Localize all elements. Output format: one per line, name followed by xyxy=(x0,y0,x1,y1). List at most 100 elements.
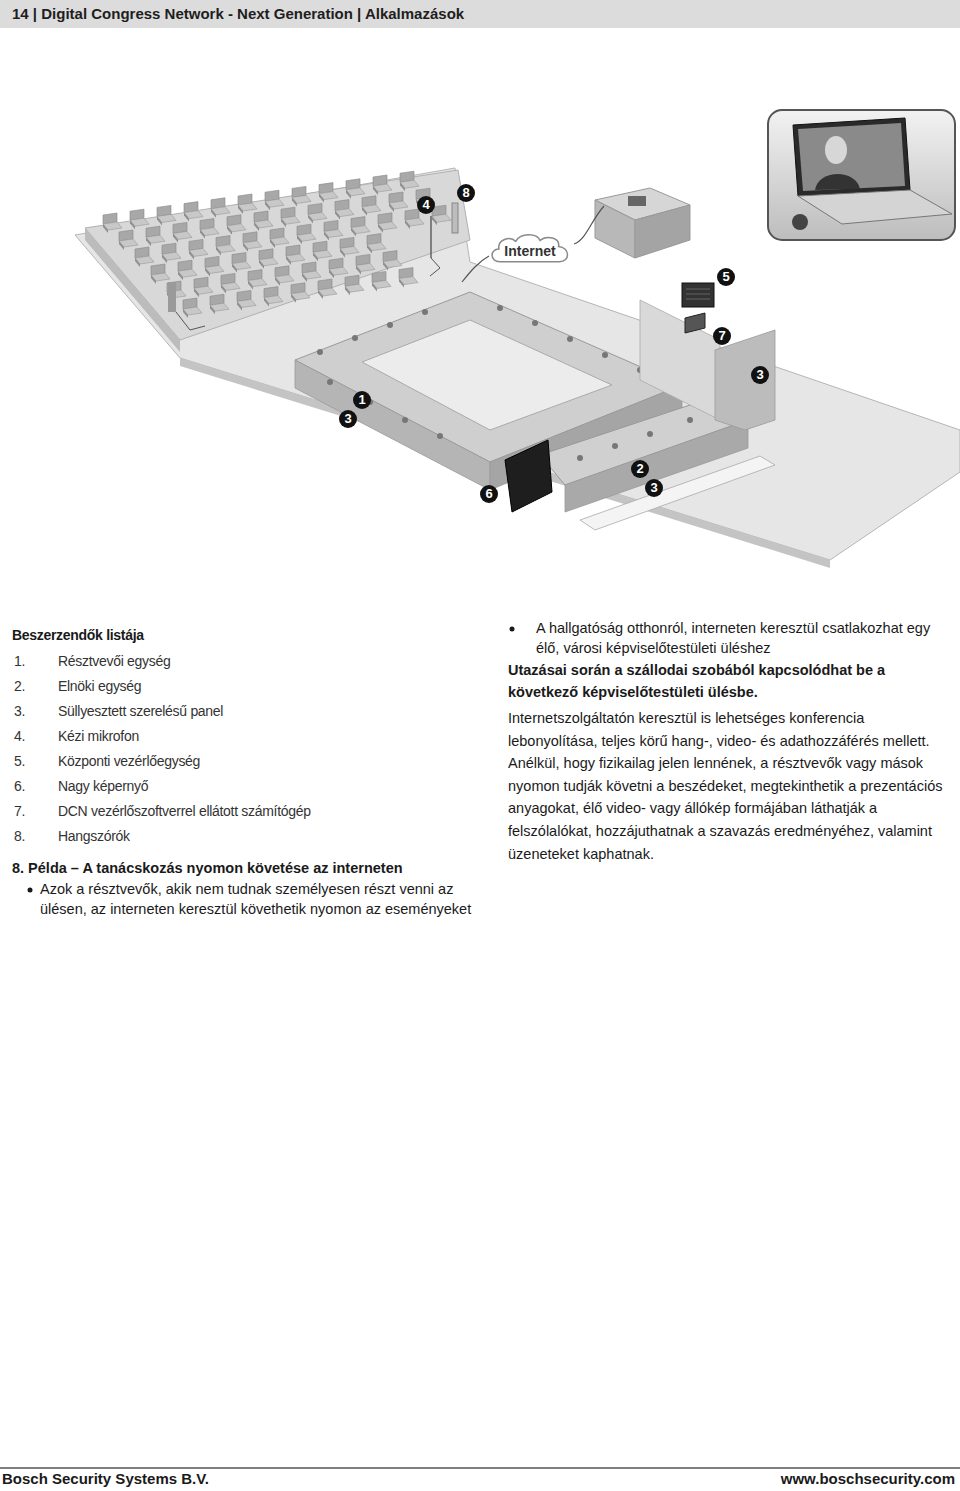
inset-frame xyxy=(768,110,955,240)
callout-number: 4 xyxy=(417,196,435,214)
remote-laptop xyxy=(628,196,646,206)
illustration-part xyxy=(327,379,333,385)
speaker-body xyxy=(815,174,860,190)
illustration-part xyxy=(402,417,408,423)
central-control-unit xyxy=(682,283,714,307)
mic-cable xyxy=(430,258,440,276)
list-number: 1. xyxy=(14,652,25,670)
laptop-display xyxy=(798,123,905,191)
callout-number: 1 xyxy=(353,391,371,409)
laptop-keyboard xyxy=(798,190,952,224)
lectern xyxy=(168,282,176,312)
illustration-part xyxy=(612,443,618,449)
callout-text: 3 xyxy=(645,479,663,497)
illustration-part xyxy=(577,455,583,461)
footer-url: www.boschsecurity.com xyxy=(781,1469,955,1489)
bullet-text: Azok a résztvevők, akik nem tudnak szemé… xyxy=(40,880,485,919)
mic-stand xyxy=(430,216,431,258)
illustration-part xyxy=(686,294,710,295)
list-number: 5. xyxy=(14,752,25,770)
illustration-part xyxy=(422,309,428,315)
callout-number: 3 xyxy=(751,366,769,384)
illustration-part xyxy=(497,305,503,311)
u-table-front-left xyxy=(295,360,490,490)
list-number: 6. xyxy=(14,777,25,795)
bold-text: Utazásai során a szállodai szobából kapc… xyxy=(508,659,956,703)
illustration-part xyxy=(387,322,393,328)
list-number: 2. xyxy=(14,677,25,695)
callout-number: 3 xyxy=(645,479,663,497)
computer-screen xyxy=(685,313,705,333)
callout-text: 2 xyxy=(631,460,649,478)
callout-text: 7 xyxy=(713,327,731,345)
callout-text: 3 xyxy=(751,366,769,384)
internet-link xyxy=(462,256,489,282)
list-item: Hangszórók xyxy=(58,827,130,845)
internet-link xyxy=(574,206,604,244)
callout-number: 2 xyxy=(631,460,649,478)
list-heading: Beszerzendők listája xyxy=(12,626,144,644)
paragraph: Internetszolgáltatón keresztül is lehets… xyxy=(508,707,956,865)
list-number: 7. xyxy=(14,802,25,820)
callout-text: 8 xyxy=(457,184,475,202)
laptop-screen xyxy=(793,118,910,196)
list-number: 4. xyxy=(14,727,25,745)
bullet-text: A hallgatóság otthonról, interneten kere… xyxy=(536,619,956,658)
speaker-column xyxy=(452,203,458,233)
footer-company: Bosch Security Systems B.V. xyxy=(2,1469,209,1489)
callout-number: 7 xyxy=(713,327,731,345)
callout-number: 3 xyxy=(339,410,357,428)
callout-text: 3 xyxy=(339,410,357,428)
illustration-part xyxy=(183,268,418,318)
illustration-part xyxy=(317,349,323,355)
list-number: 8. xyxy=(14,827,25,845)
illustration-part xyxy=(352,335,358,341)
u-table-inner xyxy=(362,320,612,430)
header-text: 14 | Digital Congress Network - Next Gen… xyxy=(0,0,960,28)
cloud-text: Internet xyxy=(488,243,572,259)
illustration-part xyxy=(686,299,710,300)
callout-text: 1 xyxy=(353,391,371,409)
large-screen xyxy=(505,440,552,512)
control-unit-grille xyxy=(686,289,710,299)
cable xyxy=(176,312,205,330)
illustration-part xyxy=(687,417,693,423)
list-item: Elnöki egység xyxy=(58,677,141,695)
illustration-part xyxy=(602,352,608,358)
list-item: Résztvevői egység xyxy=(58,652,170,670)
list-item: DCN vezérlőszoftverrel ellátott számítóg… xyxy=(58,802,311,820)
webcam xyxy=(792,214,808,230)
delegate-units xyxy=(317,305,643,439)
bullet xyxy=(510,627,515,632)
callout-number: 6 xyxy=(480,485,498,503)
list-item: Süllyesztett szerelésű panel xyxy=(58,702,223,720)
remote-desk-side xyxy=(635,205,690,258)
bullet xyxy=(28,888,33,893)
illustration-part xyxy=(532,320,538,326)
list-item: Kézi mikrofon xyxy=(58,727,139,745)
remote-desk-front xyxy=(595,200,635,258)
chairman-units xyxy=(577,417,693,461)
illustration-part xyxy=(167,251,402,301)
chairman-step xyxy=(580,456,775,530)
podium xyxy=(715,330,775,430)
callout-number: 8 xyxy=(457,184,475,202)
example-heading: 8. Példa – A tanácskozás nyomon követése… xyxy=(12,858,403,878)
callout-text: 4 xyxy=(417,196,435,214)
list-item: Nagy képernyő xyxy=(58,777,148,795)
footer-rule xyxy=(0,1468,960,1469)
internet-cloud: Internet xyxy=(488,232,572,266)
callout-number: 5 xyxy=(717,268,735,286)
callout-text: 5 xyxy=(717,268,735,286)
illustration-part xyxy=(437,433,443,439)
side-wall xyxy=(640,300,720,420)
callout-text: 6 xyxy=(480,485,498,503)
header-band: 14 | Digital Congress Network - Next Gen… xyxy=(0,0,960,28)
list-number: 3. xyxy=(14,702,25,720)
speaker-face xyxy=(825,136,847,164)
illustration-part xyxy=(647,431,653,437)
illustration-part xyxy=(686,289,710,290)
illustration-part xyxy=(567,336,573,342)
list-item: Központi vezérlőegység xyxy=(58,752,200,770)
